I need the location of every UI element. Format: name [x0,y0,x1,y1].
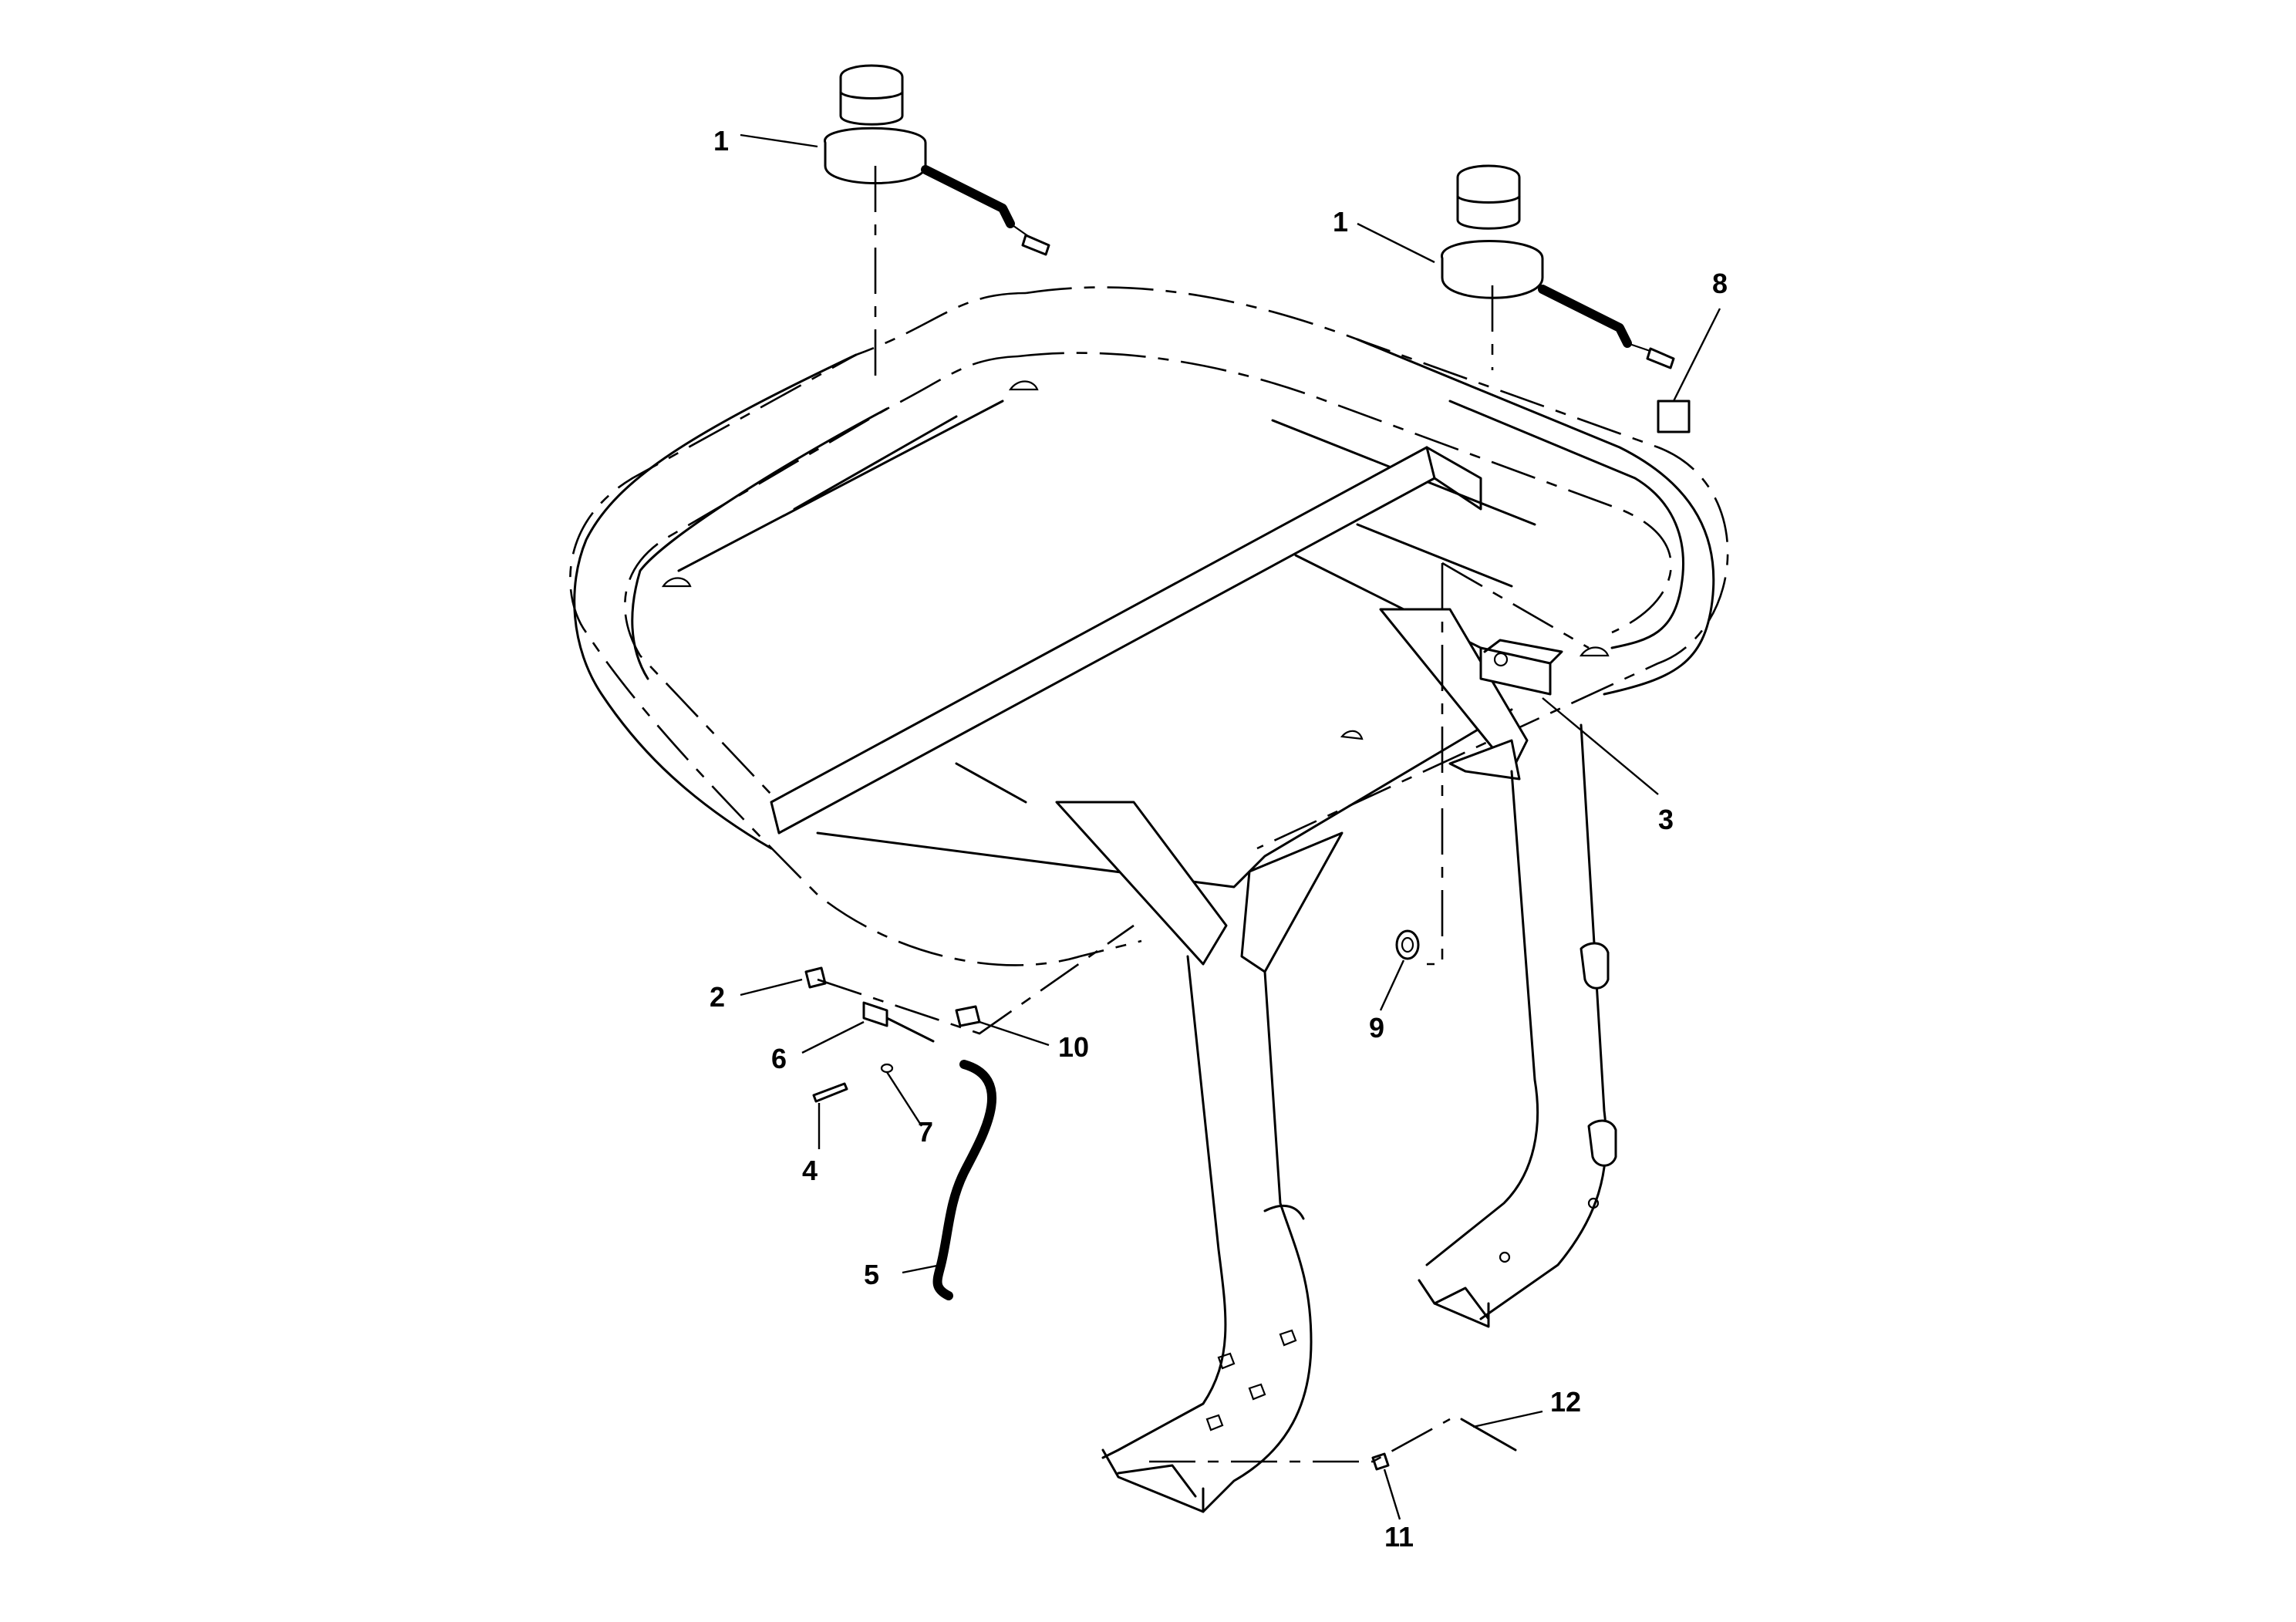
small-parts-left [740,924,1135,1300]
callout-8: 8 [1712,268,1728,299]
mount-bracket [1427,561,1659,966]
callout-4: 4 [802,1155,818,1186]
callout-3: 3 [1658,804,1674,835]
beacon-lamp-right [1357,164,1675,369]
beacon-lamp-left [740,64,1050,256]
callout-lamp-left: 1 [713,125,729,157]
callout-12: 12 [1550,1386,1581,1418]
right-leg [1379,608,1617,1328]
callout-7: 7 [918,1116,933,1148]
decal [1657,308,1721,433]
grommet [1379,929,1420,1011]
callout-11: 11 [1384,1521,1414,1553]
callout-5: 5 [864,1259,879,1290]
small-parts-bottom [1149,1410,1543,1520]
callout-6: 6 [771,1043,787,1074]
callout-2: 2 [710,981,725,1013]
callout-9: 9 [1369,1012,1384,1044]
callout-10: 10 [1058,1031,1089,1063]
left-leg [1055,801,1344,1513]
callout-lamp-right: 1 [1333,206,1348,238]
